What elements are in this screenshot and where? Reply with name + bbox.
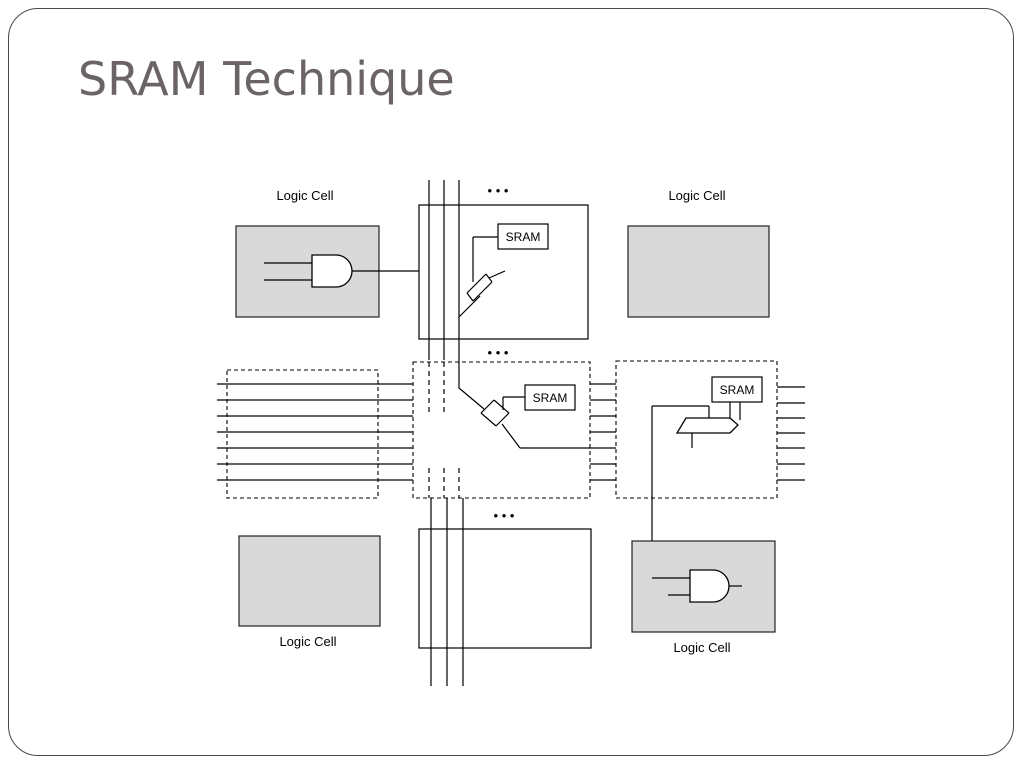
- logic-cell-label-bottom-left: Logic Cell: [279, 634, 336, 649]
- ellipsis-top: • • •: [488, 183, 509, 198]
- and-gate-icon: [264, 254, 353, 288]
- pass-transistor-icon: [480, 399, 510, 427]
- routing-wire: [458, 387, 485, 410]
- sram-label-right: SRAM: [720, 383, 755, 397]
- logic-cell-label-top-left: Logic Cell: [276, 188, 333, 203]
- sram-cell-right: [711, 376, 763, 403]
- routing-wire: [501, 423, 521, 449]
- horizontal-tracks-right: [777, 386, 805, 481]
- logic-cell-top-right: [627, 225, 770, 318]
- ellipsis-middle: • • •: [488, 345, 509, 360]
- logic-cell-bottom-left: [238, 535, 381, 627]
- ellipsis-bottom: • • •: [494, 508, 515, 523]
- logic-cell-label-top-right: Logic Cell: [668, 188, 725, 203]
- slide-title: SRAM Technique: [78, 52, 455, 106]
- horizontal-stubs: [590, 383, 616, 481]
- switch-box-center: [412, 361, 591, 499]
- logic-cell-label-bottom-right: Logic Cell: [673, 640, 730, 655]
- pass-transistor-icon: [458, 270, 506, 318]
- and-gate-icon: [652, 569, 742, 603]
- connection-box-bottom: [418, 528, 592, 649]
- sram-cell-top: [497, 223, 549, 250]
- horizontal-tracks-left: [217, 383, 413, 481]
- connection-box-left: [226, 369, 379, 499]
- sram-label-middle: SRAM: [533, 391, 568, 405]
- sram-label-top: SRAM: [506, 230, 541, 244]
